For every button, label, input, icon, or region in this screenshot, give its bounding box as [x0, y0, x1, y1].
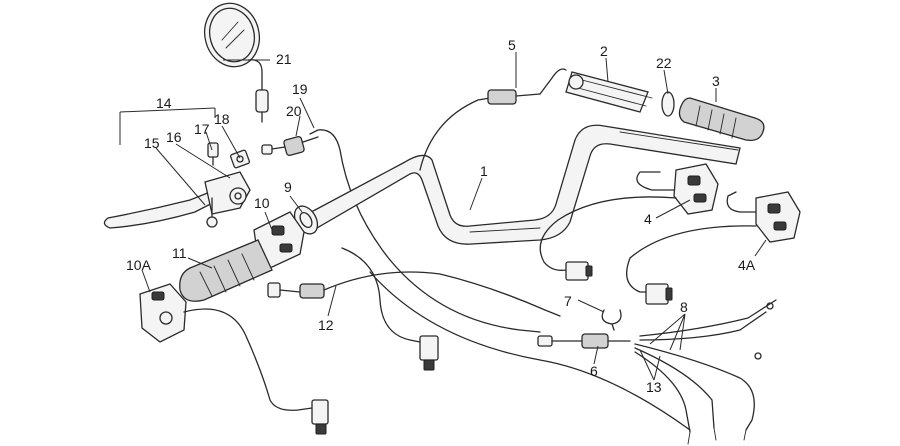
label-20: 20 [286, 103, 302, 119]
label-3: 3 [712, 73, 720, 89]
label-10a: 10A [126, 257, 152, 273]
label-4: 4 [644, 211, 652, 227]
adjuster-screw-17 [207, 142, 219, 166]
label-18: 18 [214, 111, 230, 127]
wire-12 [267, 247, 561, 371]
switch-housing-4a [626, 191, 801, 305]
label-10: 10 [254, 195, 270, 211]
switch-housing-10a [139, 283, 329, 435]
label-14: 14 [156, 95, 172, 111]
label-6: 6 [590, 363, 598, 379]
long-cable [369, 271, 691, 431]
label-12: 12 [318, 317, 334, 333]
switch-housing-4 [539, 163, 719, 281]
throttle-sleeve-2 [565, 71, 653, 113]
label-22: 22 [656, 55, 672, 71]
switch-18 [230, 149, 250, 169]
label-4a: 4A [738, 257, 756, 273]
label-15: 15 [144, 135, 160, 151]
callout-labels: 21 14 17 18 16 15 19 20 9 10 11 10A 12 1… [126, 37, 756, 395]
mirror [203, 2, 269, 123]
clip-7 [601, 309, 622, 331]
label-5: 5 [508, 37, 516, 53]
label-16: 16 [166, 129, 182, 145]
right-grip-3 [678, 97, 765, 142]
label-21: 21 [276, 51, 292, 67]
label-1: 1 [480, 163, 488, 179]
ring-22 [661, 91, 675, 117]
label-9: 9 [284, 179, 292, 195]
cable-19 [309, 129, 541, 333]
label-19: 19 [292, 81, 308, 97]
cable-adjuster-20 [261, 135, 319, 157]
choke-cable-6 [537, 333, 631, 349]
handlebar [299, 124, 741, 245]
left-grip-11 [179, 239, 273, 302]
label-7: 7 [564, 293, 572, 309]
label-13: 13 [646, 379, 662, 395]
clutch-lever-assembly [103, 171, 251, 229]
label-17: 17 [194, 121, 210, 137]
label-8: 8 [680, 299, 688, 315]
label-2: 2 [600, 43, 608, 59]
leader-lines [119, 52, 767, 381]
label-11: 11 [172, 245, 187, 261]
throttle-cable-5 [419, 68, 567, 171]
